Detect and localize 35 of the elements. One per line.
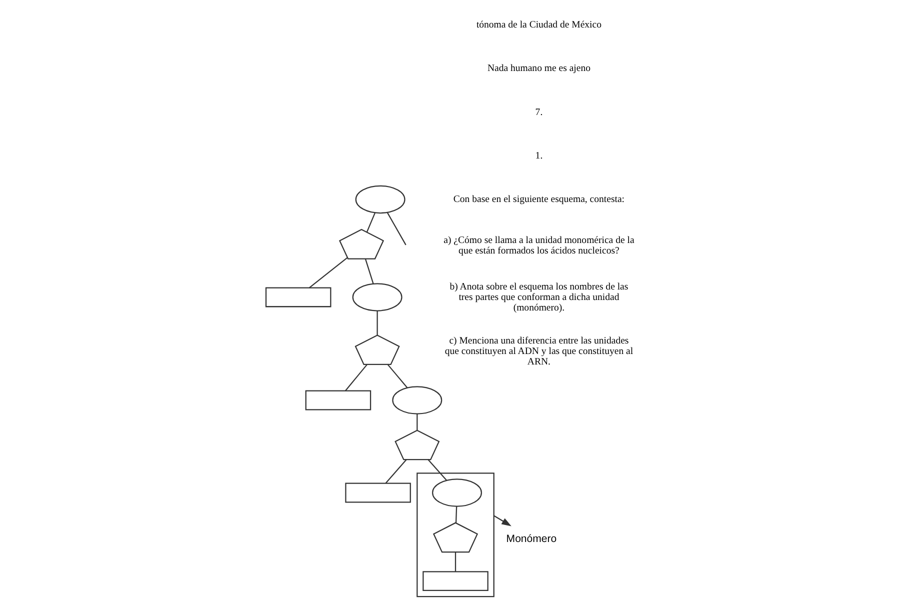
- connector: [386, 212, 406, 246]
- connector: [384, 459, 406, 484]
- arrow: [493, 515, 511, 526]
- node-box: [304, 390, 371, 410]
- label: 7.: [534, 106, 542, 118]
- connector: [454, 552, 456, 572]
- node-circle: [432, 478, 482, 507]
- connector: [376, 310, 378, 336]
- node-circle: [352, 283, 402, 312]
- connector: [386, 364, 408, 388]
- label: Con base en el siguiente esquema, contesta:: [452, 194, 624, 206]
- node-pentagon: [338, 228, 384, 260]
- node-pentagon: [354, 334, 400, 365]
- node-box: [344, 482, 410, 503]
- connector: [416, 414, 418, 430]
- cluster: [416, 472, 494, 598]
- node-circle: [354, 185, 405, 214]
- node-pentagon: [394, 430, 440, 460]
- label: a) ¿Cómo se llama a la unidad monomérica de la que están formados los ácidos nucleicos?: [443, 235, 634, 257]
- connector: [366, 212, 375, 232]
- node-pentagon: [432, 522, 478, 553]
- connector: [454, 506, 457, 523]
- label: 1.: [534, 150, 542, 162]
- connector: [344, 364, 367, 392]
- node-circle: [392, 386, 442, 414]
- node-box: [422, 571, 488, 592]
- label: b) Anota sobre el esquema los nombres de las tres partes que conforman a dicha unidad (monómero).: [449, 281, 628, 314]
- connector: [364, 258, 374, 284]
- connector: [308, 257, 348, 288]
- node-text: Monómero: [506, 532, 556, 545]
- label: Nada humano me es ajeno: [486, 63, 590, 74]
- connector: [427, 459, 446, 481]
- label: tónoma de la Ciudad de México: [476, 20, 601, 31]
- label: c) Menciona una diferencia entre las unidades que constituyen al ADN y las que constituyen al ARN.: [444, 335, 633, 368]
- node-box: [264, 287, 331, 308]
